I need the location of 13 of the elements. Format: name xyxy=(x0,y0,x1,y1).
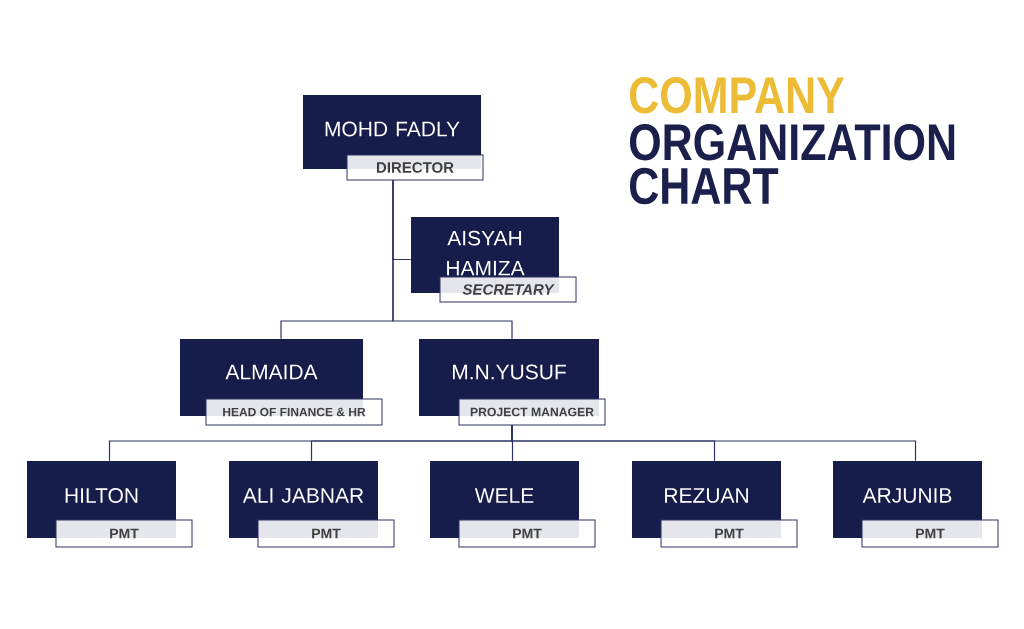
title: ORGANIZATION CHART xyxy=(629,124,955,205)
role-tag: PMT xyxy=(55,519,193,548)
role-tag: SECRETARY xyxy=(439,276,577,303)
connector-line xyxy=(392,179,513,340)
role-tag: PMT xyxy=(458,519,596,548)
role-tag: HEAD OF FINANCE & HR xyxy=(205,398,383,426)
role-tag: PMT xyxy=(660,519,798,548)
role-tag: PROJECT MANAGER xyxy=(458,398,606,426)
role-tag: PMT xyxy=(861,519,999,548)
role-tag: DIRECTOR xyxy=(346,154,484,181)
connector-line xyxy=(511,424,917,462)
heading-text: COMPANY xyxy=(629,77,845,114)
role-tag: PMT xyxy=(257,519,395,548)
